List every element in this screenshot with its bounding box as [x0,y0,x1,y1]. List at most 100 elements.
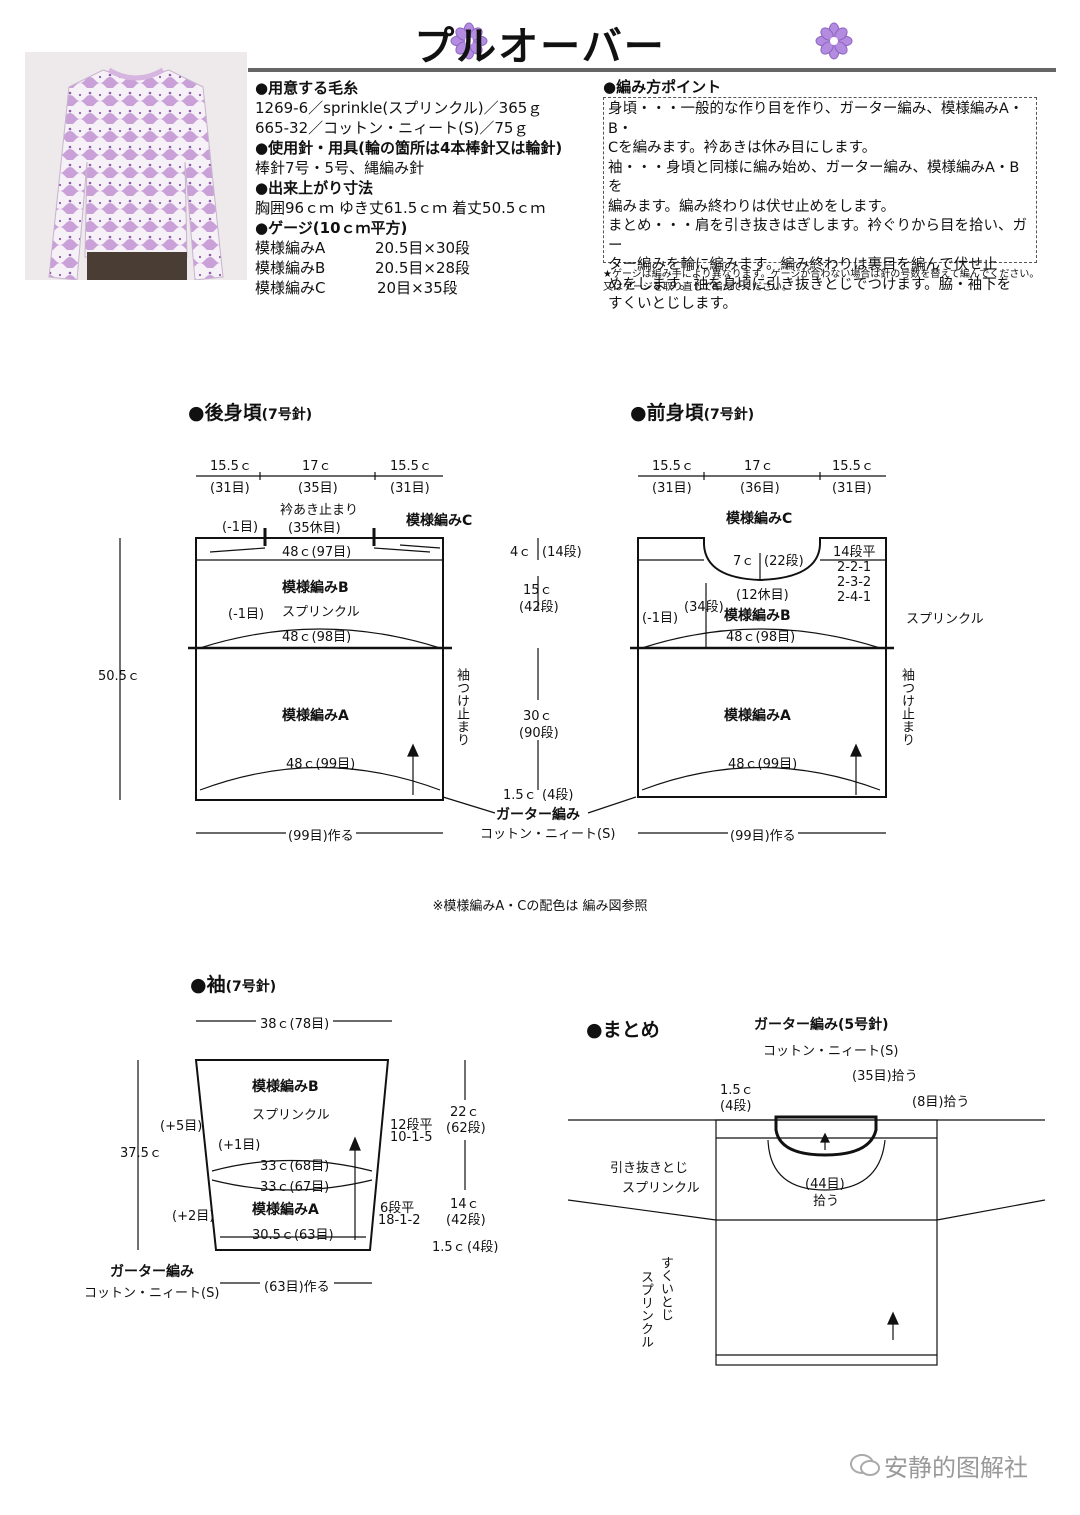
gauge-note: ★ゲージは編み手により異なります。ゲージが合わない場合は針の号数を替えて編んでく… [603,269,1040,293]
dim-label: 15ｃ [523,583,553,598]
pattern-label: 模様編みC [406,513,473,529]
points-line: 編みます。編み終わりは伏せ止めをします。 [608,198,896,215]
dim-label: 15.5ｃ [210,459,252,474]
dim-label: 14ｃ [450,1197,480,1212]
watermark: 安静的图解社 [850,1448,1028,1485]
yarn-line: 1269-6／sprinkle(スプリンクル)／365ｇ [255,99,543,117]
dim-label: (90段) [519,726,559,741]
inc-label: (+2目) [172,1209,215,1224]
dim-label: (36目) [740,481,780,496]
dim-label: 22ｃ [450,1105,480,1120]
sleeve-stop-label: 袖つけ止まり [454,668,469,746]
dim-label: (22段) [764,554,804,569]
neck-rest-label: (35休目) [288,521,341,536]
width-label: 48ｃ(98目) [282,630,352,645]
pickup-label: (8目)拾う [912,1095,970,1110]
pattern-label: 模様編みB [282,580,349,596]
title-rule [248,68,1056,72]
row-label: 18-1-2 [378,1213,421,1228]
yarn-heading: ●用意する毛糸 [255,79,359,97]
dim-label: (35目) [298,481,338,496]
width-label: 33ｃ(67目) [260,1180,330,1195]
front-body-heading: ●前身頃(7号針) [630,402,755,424]
garter-label: ガーター編み [496,807,580,823]
dim-label: (31目) [832,481,872,496]
flower-icon [815,22,853,60]
pickup-label: 拾う [813,1194,840,1209]
width-label: 30.5ｃ(63目) [252,1228,334,1243]
dim-label: (31目) [652,481,692,496]
dim-label: (62段) [446,1121,486,1136]
yarn-line: 665-32／コットン・ニィート(S)／75ｇ [255,119,529,137]
yarn-label: スプリンクル [638,1270,653,1348]
garter-label: ガーター編み [110,1264,194,1280]
flower-icon [450,22,488,60]
points-line: 袖・・・身頃と同様に編み始め、ガーター編み、模様編みA・Bを [608,159,1020,196]
dim-label: 30ｃ [523,709,553,724]
cast-on-label: (99目)作る [728,825,798,844]
sweater-photo [25,52,247,280]
dim-label: 15.5ｃ [832,459,874,474]
yarn-label: コットン・ニィート(S) [480,827,616,842]
inc-label: (+1目) [218,1138,261,1153]
pattern-label: 模様編みB [724,608,791,624]
row-label: 6段平 [380,1201,415,1216]
page-title: プルオーバー [414,24,666,70]
dim-label: 38ｃ(78目) [256,1013,334,1032]
size-line: 胸囲96ｃｍ ゆき丈61.5ｃｍ 着丈50.5ｃｍ [255,199,546,217]
dim-label: (42段) [519,600,559,615]
front-outline [637,537,887,798]
dim-label: (4段) [542,788,574,803]
points-line: ター編みを輪に編みます。編み終わりは裏目を編んで伏せ止 [608,257,998,273]
sleeve-heading: ●袖(7号針) [190,974,277,996]
dim-label: 15.5ｃ [652,459,694,474]
back-body-heading: ●後身頃(7号針) [188,402,313,424]
neck-decrease-label: 14段平 2-2-1 2-3-2 2-4-1 [833,545,876,605]
yarn-label: スプリンクル [622,1181,700,1196]
dec-label: (-1目) [228,607,265,622]
yarn-label: スプリンクル [906,612,984,627]
dec-label: (-1目) [642,611,679,626]
width-label: 48ｃ(98目) [726,630,796,645]
yarn-label: コットン・ニィート(S) [763,1044,899,1059]
sleeve-outline [194,1059,390,1251]
width-label: 48ｃ(99目) [728,757,798,772]
dec-label: (-1目) [222,520,259,535]
seam-label: すくいとじ [658,1256,673,1321]
garter-label: ガーター編み(5号針) [754,1017,889,1033]
join-label: 引き抜きとじ [610,1161,689,1176]
points-line: 身頃・・・一般的な作り目を作り、ガーター編み、模様編みA・B・ [608,101,1024,137]
points-line: めをします。袖を身頃に引き抜きとじでつけます。脇・袖下を [608,276,1012,293]
size-heading: ●出来上がり寸法 [255,179,374,197]
inc-label: (+5目) [160,1119,203,1134]
cast-on-label: (99目)作る [286,825,356,844]
pickup-label: (35目)拾う [852,1069,918,1084]
sleeve-stop-label: 袖つけ止まり [899,668,914,746]
rest-label: (12休目) [736,588,789,603]
dim-label: 7ｃ [733,554,755,569]
yarn-label: スプリンクル [252,1108,330,1123]
pattern-label: 模様編みB [252,1079,319,1095]
dim-label: (31目) [390,481,430,496]
gauge-heading: ●ゲージ(10ｃｍ平方) [255,219,408,237]
points-line: すくいとじします。 [608,296,738,312]
dim-label: (34段) [684,600,724,615]
pattern-label: 模様編みC [726,511,793,527]
row-label: 12段平 [390,1118,433,1133]
back-outline [195,537,444,801]
width-label: 48ｃ(97目) [282,545,352,560]
tools-heading: ●使用針・用具(輪の箇所は4本棒針又は輪針) [255,139,563,157]
wechat-icon [850,1453,880,1485]
yarn-label: コットン・ニィート(S) [84,1286,220,1301]
finishing-heading: ●まとめ [586,1019,660,1041]
dim-label: 1.5ｃ [720,1083,754,1098]
dim-label: (4段) [467,1240,499,1255]
pattern-label: 模様編みA [282,708,349,724]
color-note: ※模様編みA・Cの配色は 編み図参照 [432,899,648,914]
points-heading: ●編み方ポイント [603,78,722,96]
pickup-label: (44目) [805,1177,845,1192]
